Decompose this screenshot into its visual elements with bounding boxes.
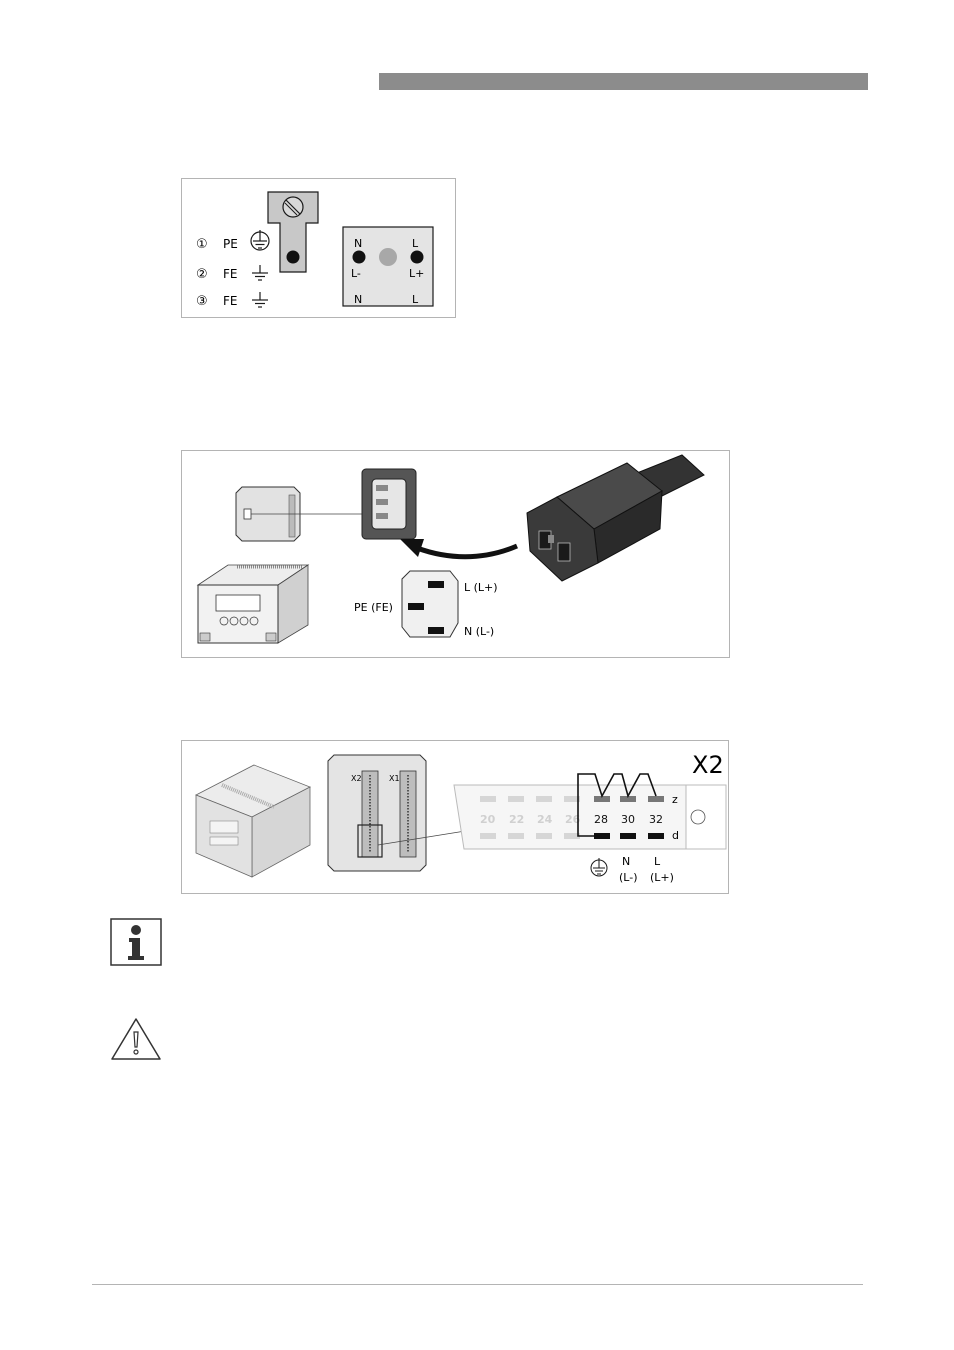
pin-number: 22 <box>509 813 524 826</box>
socket-face <box>402 571 458 637</box>
connector-label-x1: X1 <box>389 774 400 783</box>
label-l: L <box>654 855 661 868</box>
connector-label-x2: X2 <box>351 774 362 783</box>
row-3-number: ③ <box>196 294 208 309</box>
footer-rule <box>92 1284 863 1285</box>
label-n-alt: (L-) <box>619 871 638 884</box>
device-rear-panel <box>236 487 362 541</box>
pin-number: 30 <box>621 813 635 826</box>
warning-icon <box>110 1016 162 1062</box>
device-isometric-view <box>196 765 310 877</box>
socket-label-top: L (L+) <box>464 581 498 594</box>
pin-number: 28 <box>594 813 608 826</box>
power-plug-icon <box>527 455 704 581</box>
protective-earth-icon <box>251 230 269 250</box>
label-n: N <box>622 855 630 868</box>
figure-power-plug: L (L+) PE (FE) N (L-) <box>181 450 730 658</box>
terminal-bottom-right: L <box>412 293 419 306</box>
terminal-mid-left: L- <box>351 267 361 280</box>
row-label-d: d <box>672 829 679 842</box>
row-1-number: ① <box>196 237 208 252</box>
info-icon <box>110 918 162 966</box>
pin-number: 24 <box>537 813 553 826</box>
label-l-alt: (L+) <box>650 871 674 884</box>
figure-title-x2: X2 <box>692 751 724 779</box>
power-inlet-socket <box>362 469 416 539</box>
header-bar <box>379 73 868 90</box>
terminal-mid-right: L+ <box>409 267 424 280</box>
terminal-top-left: N <box>354 237 362 250</box>
pin-number: 20 <box>480 813 496 826</box>
row-1-label: PE <box>223 237 238 251</box>
socket-label-left: PE (FE) <box>354 601 393 614</box>
pin-number: 32 <box>649 813 663 826</box>
plug-in-arrow-icon <box>417 546 517 557</box>
row-3-label: FE <box>223 294 237 308</box>
figure-x2-connector: X2 X1 20 22 24 26 28 30 <box>181 740 729 894</box>
row-2-label: FE <box>223 267 237 281</box>
screw-terminal <box>268 192 318 272</box>
socket-label-bottom: N (L-) <box>464 625 494 638</box>
power-plug-drawing: L (L+) PE (FE) N (L-) <box>182 451 729 657</box>
terminal-block-drawing: ① PE ② FE ③ FE <box>182 179 455 317</box>
terminal-bottom-left: N <box>354 293 362 306</box>
rear-panel-connectors <box>328 755 426 871</box>
protective-earth-icon <box>591 858 607 876</box>
functional-earth-icon <box>252 292 268 307</box>
row-2-number: ② <box>196 267 208 282</box>
figure-terminal-block: ① PE ② FE ③ FE <box>181 178 456 318</box>
row-label-z: z <box>672 793 678 806</box>
device-front-view <box>198 565 308 643</box>
terminal-top-right: L <box>412 237 419 250</box>
functional-earth-icon <box>252 265 268 280</box>
x2-connector-drawing: X2 X1 20 22 24 26 28 30 <box>182 741 728 893</box>
